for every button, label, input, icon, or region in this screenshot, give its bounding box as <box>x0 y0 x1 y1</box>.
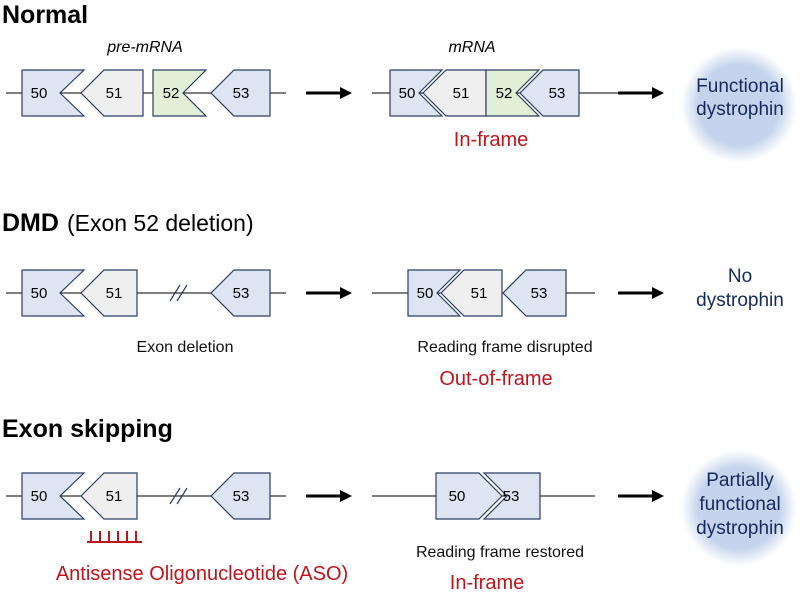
mrna-label: mRNA <box>448 39 495 56</box>
normal-protein-line2: dystrophin <box>696 99 784 120</box>
exon-51-mrna <box>422 69 487 117</box>
exon-50-pre <box>21 69 86 117</box>
exon-label: 53 <box>233 85 250 102</box>
exon-label: 50 <box>399 85 416 102</box>
skipping-title: Exon skipping <box>2 415 173 443</box>
exon-label: 50 <box>417 285 434 302</box>
exon-50-skip-pre <box>21 472 86 520</box>
skipping-protein-line1: Partially <box>706 470 774 491</box>
aso-label: Antisense Oligonucleotide (ASO) <box>56 563 348 585</box>
exon-53-dmd-mrna <box>502 269 567 317</box>
exon-label: 52 <box>163 85 180 102</box>
exon-52-mrna <box>485 69 541 117</box>
aso-comb-icon <box>87 531 142 543</box>
exon-50-dmd-pre <box>21 269 86 317</box>
exon-51-skip-pre <box>80 472 138 520</box>
exon-label: 51 <box>106 285 123 302</box>
dmd-pre-caption: Exon deletion <box>137 339 234 356</box>
dmd-protein-line2: dystrophin <box>696 290 784 311</box>
protein-blob-icon <box>681 47 797 163</box>
exon-53-dmd-pre <box>210 269 271 317</box>
exon-53-mrna <box>519 69 580 117</box>
exon-label: 51 <box>106 85 123 102</box>
dmd-frame-label: Out-of-frame <box>439 368 552 390</box>
exon-label: 51 <box>106 488 123 505</box>
normal-frame-label: In-frame <box>454 129 528 151</box>
exon-label: 50 <box>31 85 48 102</box>
pre-mrna-label: pre-mRNA <box>106 39 183 56</box>
exon-label: 50 <box>31 488 48 505</box>
dmd-protein-line1: No <box>728 266 752 287</box>
skipping-frame-label: In-frame <box>450 572 524 593</box>
exon-51-dmd-mrna <box>440 269 503 317</box>
exon-label: 53 <box>503 488 520 505</box>
exon-53-skip-pre <box>210 472 271 520</box>
exon-label: 50 <box>449 488 466 505</box>
exon-50-skip-mrna <box>435 472 503 520</box>
right-arrow-icon <box>306 87 664 502</box>
protein-blob-icon <box>681 450 797 566</box>
skipping-mrna-caption: Reading frame restored <box>416 544 584 561</box>
exon-label: 53 <box>233 488 250 505</box>
exon-label: 53 <box>549 85 566 102</box>
exon-label: 53 <box>531 285 548 302</box>
exon-label: 50 <box>31 285 48 302</box>
exon-label: 51 <box>453 85 470 102</box>
normal-title: Normal <box>2 1 88 29</box>
exon-51-dmd-pre <box>80 269 138 317</box>
normal-protein-line1: Functional <box>696 76 784 97</box>
skipping-protein-line3: dystrophin <box>696 518 784 539</box>
exon-50-mrna <box>389 69 444 117</box>
exon-label: 52 <box>496 85 513 102</box>
exon-50-dmd-mrna <box>407 269 462 317</box>
exon-52-pre <box>152 69 208 117</box>
exon-label: 51 <box>471 285 488 302</box>
exon-53-skip-mrna <box>482 472 541 520</box>
double-slash-break-icon <box>169 284 188 505</box>
exon-51-pre <box>80 69 144 117</box>
exon-label: 53 <box>233 285 250 302</box>
dmd-mrna-caption: Reading frame disrupted <box>417 339 592 356</box>
exon-53-pre <box>210 69 271 117</box>
skipping-protein-line2: functional <box>699 494 780 515</box>
dmd-title: DMD(Exon 52 deletion) <box>2 209 254 237</box>
